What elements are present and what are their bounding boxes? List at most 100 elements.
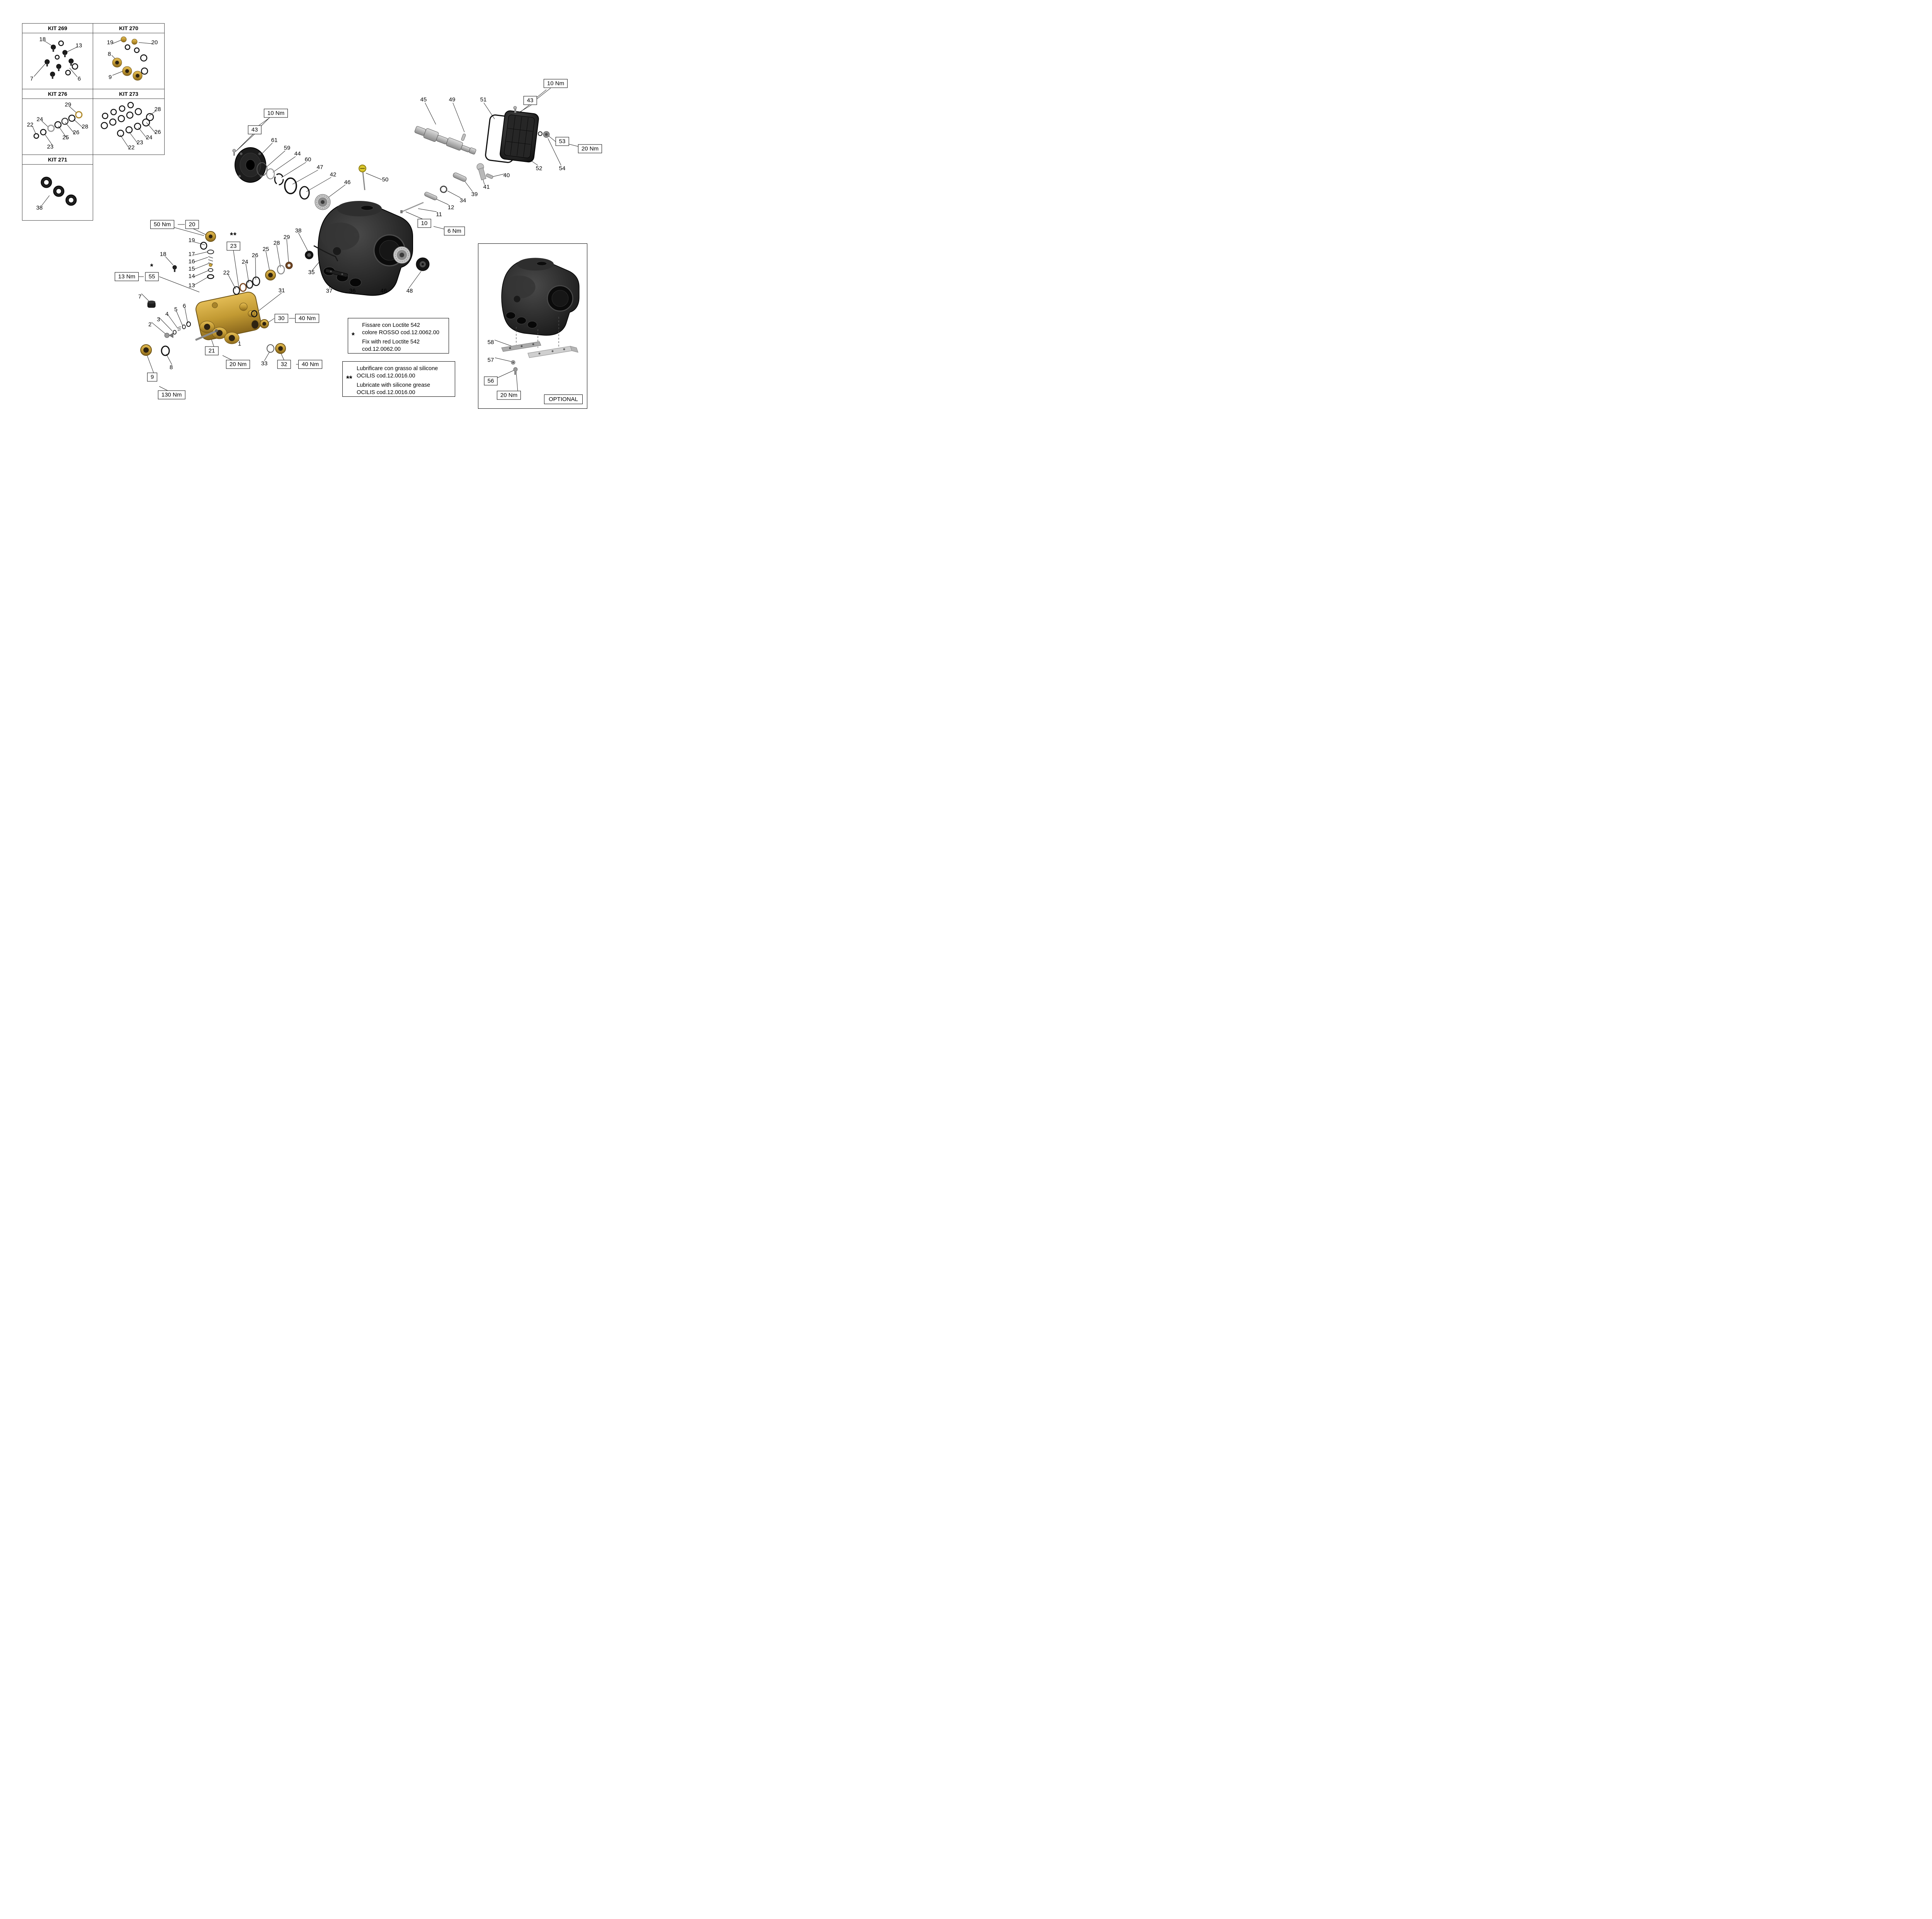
kit269-callout-18: 18	[39, 36, 46, 43]
optional-section-box	[478, 243, 587, 409]
torque-label-plug-9: 130 Nm	[158, 390, 185, 399]
callout-box-56: 56	[484, 376, 498, 386]
callout-33: 33	[261, 360, 268, 367]
callout-61: 61	[271, 137, 278, 144]
asterisk-mark: *	[150, 262, 154, 271]
callout-8: 8	[169, 364, 173, 371]
torque-label-cover-screw: 10 Nm	[543, 79, 568, 88]
kit269-callout-7: 7	[30, 75, 34, 82]
callout-38: 38	[295, 227, 302, 234]
torque-label-flange-screw: 10 Nm	[264, 109, 288, 118]
torque-label-screw-56: 20 Nm	[497, 391, 521, 400]
callout-45: 45	[420, 96, 427, 103]
kit270-callout-8: 8	[107, 51, 111, 58]
kit276-callout-22: 22	[27, 121, 34, 128]
kit270-callout-19: 19	[107, 39, 114, 46]
kit273-callout-24: 24	[146, 134, 153, 141]
callout-3: 3	[156, 316, 160, 323]
kit276-callout-24: 24	[36, 116, 43, 123]
callout-17: 17	[188, 251, 195, 258]
note-grease-en-line2: OCILIS cod.12.0016.00	[357, 389, 415, 396]
kit276-callout-28: 28	[82, 123, 88, 130]
callout-37: 37	[326, 287, 333, 294]
callout-59: 59	[284, 144, 291, 151]
callout-47: 47	[316, 164, 323, 171]
callout-1: 1	[238, 340, 242, 347]
torque-label-stud-21: 20 Nm	[226, 360, 250, 369]
rear-cover-drawing	[485, 106, 550, 163]
optional-pump-drawing	[501, 257, 580, 375]
torque-label-plug-53: 20 Nm	[578, 144, 602, 153]
callout-41: 41	[483, 184, 490, 190]
kit276-callout-26: 26	[73, 129, 80, 136]
small-parts-drawing	[140, 301, 286, 356]
note-loctite: * Fissare con Loctite 542 colore ROSSO c…	[348, 318, 449, 354]
kit269-callout-6: 6	[77, 75, 81, 82]
callout-box-32: 32	[277, 360, 291, 369]
callout-box-23: 23	[226, 241, 240, 251]
callout-11: 11	[436, 211, 442, 218]
exploded-diagram-canvas	[32, 36, 580, 392]
note-grease: ** Lubrificare con grasso al silicone OC…	[342, 361, 455, 397]
torque-label-head-screws: 13 Nm	[114, 272, 139, 281]
kit273-callout-23: 23	[136, 139, 143, 146]
callout-box-43-flange: 43	[248, 125, 262, 134]
kit269-callout-13: 13	[75, 42, 82, 49]
kit270-callout-9: 9	[108, 74, 112, 81]
note-grease-marker: **	[346, 374, 352, 383]
torque-label-plug-30: 40 Nm	[295, 314, 320, 323]
manifold-drawing	[196, 292, 261, 344]
callout-52: 52	[536, 165, 543, 172]
callout-31: 31	[278, 287, 285, 294]
note-loctite-en-line2: cod.12.0062.00	[362, 346, 401, 352]
note-loctite-en-line1: Fix with red Loctite 542	[362, 339, 420, 345]
callout-48: 48	[406, 287, 413, 294]
kit273-callout-22: 22	[128, 144, 135, 151]
torque-label-valve-cap: 50 Nm	[150, 220, 175, 229]
callout-35: 35	[308, 269, 315, 276]
kit270-parts-drawing	[112, 36, 148, 81]
crankshaft-drawing	[400, 126, 493, 213]
callout-19: 19	[188, 237, 195, 244]
callout-49: 49	[449, 96, 456, 103]
callout-18: 18	[160, 251, 167, 258]
note-grease-it-line2: OCILIS cod.12.0016.00	[357, 372, 415, 379]
kit271-callout-38: 38	[36, 204, 43, 211]
kit273-parts-drawing	[100, 102, 154, 137]
note-grease-en-line1: Lubricate with silicone grease	[357, 382, 430, 389]
callout-28: 28	[273, 240, 280, 246]
callout-7: 7	[138, 293, 142, 300]
kit276-callout-23: 23	[47, 143, 54, 150]
callout-44: 44	[294, 150, 301, 157]
callout-34: 34	[459, 197, 466, 204]
valve-stack-drawing	[172, 231, 216, 279]
callout-box-43-cover: 43	[523, 96, 537, 105]
callout-12: 12	[447, 204, 454, 211]
callout-26: 26	[252, 252, 259, 259]
callout-box-55: 55	[145, 272, 159, 281]
callout-39: 39	[471, 191, 478, 198]
callout-29: 29	[283, 234, 290, 241]
kit273-callout-28: 28	[154, 106, 161, 113]
note-loctite-it-line1: Fissare con Loctite 542	[362, 322, 420, 328]
callout-5: 5	[174, 306, 178, 313]
double-asterisk-mark: **	[230, 231, 237, 240]
bearing-flange-drawing	[232, 147, 331, 210]
callout-57: 57	[487, 357, 494, 364]
callout-box-30: 30	[274, 314, 288, 323]
callout-58: 58	[487, 339, 494, 346]
torque-label-plug-32: 40 Nm	[298, 360, 323, 369]
torque-label-bolt-10: 6 Nm	[444, 226, 465, 236]
callout-box-10: 10	[417, 219, 431, 228]
callout-6: 6	[182, 303, 186, 309]
kit-269-title: KIT 269	[22, 23, 93, 33]
note-loctite-it-line2: colore ROSSO cod.12.0062.00	[362, 329, 439, 336]
kit276-callout-25: 25	[62, 134, 69, 141]
note-loctite-marker: *	[352, 331, 355, 340]
callout-25: 25	[262, 246, 269, 253]
callout-46-rear: 46	[380, 287, 387, 294]
callout-36: 36	[349, 287, 356, 294]
callout-42: 42	[330, 171, 337, 178]
callout-24: 24	[242, 258, 248, 265]
note-grease-it-line1: Lubrificare con grasso al silicone	[357, 365, 438, 372]
